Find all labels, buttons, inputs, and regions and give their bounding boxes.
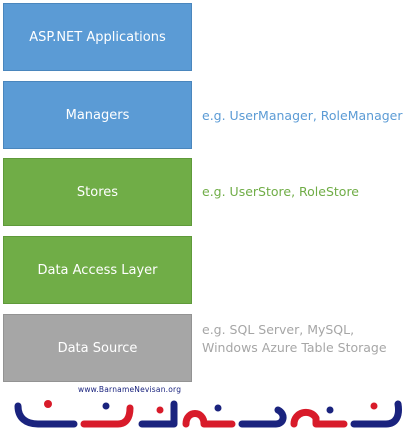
stores-note: e.g. UserStore, RoleStore (202, 184, 359, 199)
layer-aspnet-applications: ASP.NET Applications (3, 3, 192, 71)
layer-label: Data Source (57, 340, 138, 356)
layer-label: ASP.NET Applications (29, 29, 166, 45)
layer-managers: Managers (3, 81, 192, 149)
barnamenevisan-logo: www.BarnameNevisan.org (14, 384, 406, 434)
managers-note: e.g. UserManager, RoleManager (202, 108, 403, 123)
layer-label: Managers (65, 107, 130, 123)
layer-label: Stores (76, 184, 119, 200)
layer-data-source: Data Source (3, 314, 192, 382)
logo-artwork (14, 400, 402, 428)
layer-stores: Stores (3, 158, 192, 226)
layer-data-access: Data Access Layer (3, 236, 192, 304)
data-source-note: e.g. SQL Server, MySQL, Windows Azure Ta… (202, 322, 387, 355)
logo-url: www.BarnameNevisan.org (78, 385, 182, 394)
layer-label: Data Access Layer (37, 262, 158, 278)
